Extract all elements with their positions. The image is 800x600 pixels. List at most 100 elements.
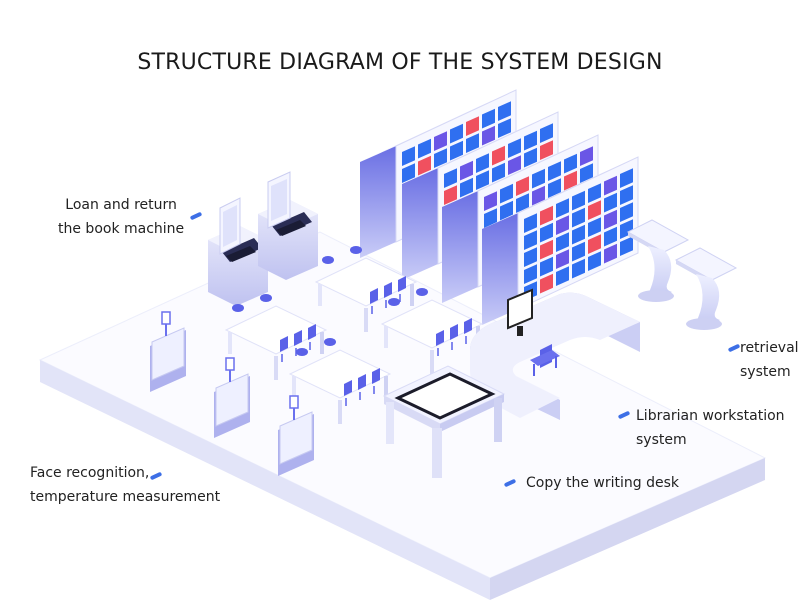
chair [308,324,316,340]
book [604,209,617,230]
book [556,232,569,252]
book [484,191,497,211]
table-leg [228,332,232,354]
bookshelf-4 [482,156,639,325]
book [540,123,553,143]
book [508,138,521,158]
book [540,256,553,277]
book [572,258,585,279]
chair-far [296,348,308,356]
label-librarian: Librarian workstation system [636,404,785,452]
kiosk-camera [161,311,171,325]
book [620,202,633,222]
book [540,273,553,294]
chair [280,336,288,352]
book [500,183,513,204]
book [580,146,593,166]
book [498,118,511,138]
book [572,241,585,262]
label-copy-line1: Copy the writing desk [526,475,679,491]
chair-far [388,298,400,306]
book [556,266,569,286]
chair-far [416,288,428,296]
chair [450,324,458,340]
table-leg [320,332,324,354]
book [548,161,561,181]
book [524,247,537,267]
book [482,125,495,146]
book [434,148,447,168]
book [620,185,633,205]
face-kiosk-1 [150,311,186,392]
reading-table-3 [314,246,418,332]
label-copy-desk: Copy the writing desk [526,471,679,495]
book [516,193,529,213]
table-leg [384,376,388,398]
chair-far [324,338,336,346]
book [588,183,601,203]
book [532,185,545,206]
book [418,155,431,176]
book [556,198,569,218]
chair [384,282,392,298]
chair [344,380,352,396]
table-leg [430,350,434,374]
book [492,145,505,166]
book [482,108,495,129]
book [564,153,577,174]
face-recognition-kiosks [150,311,314,476]
label-face-recognition: Face recognition, temperature measuremen… [30,461,220,509]
chair [294,330,302,346]
kiosk-screen [279,411,313,465]
book [588,234,601,254]
book [580,163,593,183]
book [548,178,561,198]
book [466,133,479,153]
book [604,175,617,196]
book [620,236,633,256]
retrieval-terminal-1 [626,219,690,302]
reading-table-2 [288,338,392,424]
chair [358,374,366,390]
book [524,264,537,284]
book [476,153,489,173]
page-title: STRUCTURE DIAGRAM OF THE SYSTEM DESIGN [137,50,663,75]
book [572,207,585,228]
book [418,138,431,159]
book [460,160,473,181]
book [524,230,537,250]
book [516,176,529,196]
kiosk-left [208,197,268,306]
book [524,213,537,233]
chair-far [322,256,334,264]
chair [464,318,472,334]
chair-far [350,246,362,254]
chair-far [232,304,244,312]
book [588,251,601,271]
book [508,155,521,175]
book [434,131,447,151]
book [498,101,511,121]
label-librarian-line2: system [636,432,687,448]
label-librarian-line1: Librarian workstation [636,408,785,424]
book [556,215,569,235]
book [532,168,545,189]
book [402,146,415,166]
copy-writing-desk [382,365,506,478]
table-leg [364,308,368,332]
chair [370,288,378,304]
label-face-line1: Face recognition, [30,465,150,481]
table-leg [410,284,414,306]
book [524,130,537,151]
book [402,163,415,183]
kiosk-screen [215,373,249,427]
book [500,200,513,221]
chair [398,276,406,292]
kiosk-right [258,171,318,280]
book [572,190,585,211]
shelf-side [442,191,478,303]
book [540,222,553,243]
reading-tables [224,246,484,424]
book [476,170,489,190]
